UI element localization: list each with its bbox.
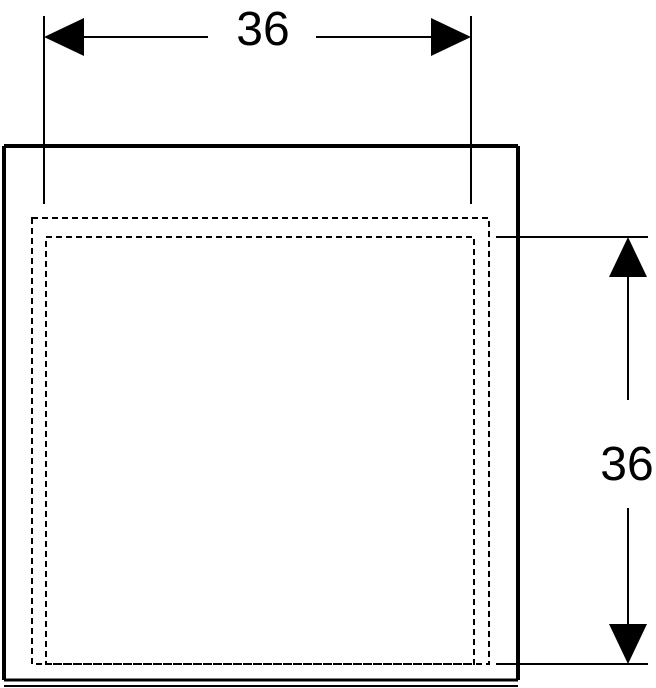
- height-dimension-label: 36: [600, 438, 653, 491]
- height-arrow-top: [609, 237, 647, 277]
- outer-panel: [2, 144, 520, 687]
- hidden-outline-outer: [31, 217, 490, 665]
- width-dimension: 36: [43, 3, 472, 204]
- height-dimension: 36: [496, 236, 654, 665]
- width-dimension-label: 36: [236, 3, 289, 56]
- width-arrow-right: [431, 18, 471, 56]
- width-arrow-left: [44, 18, 84, 56]
- hidden-outline-inner: [45, 236, 475, 665]
- height-arrow-bottom: [609, 624, 647, 664]
